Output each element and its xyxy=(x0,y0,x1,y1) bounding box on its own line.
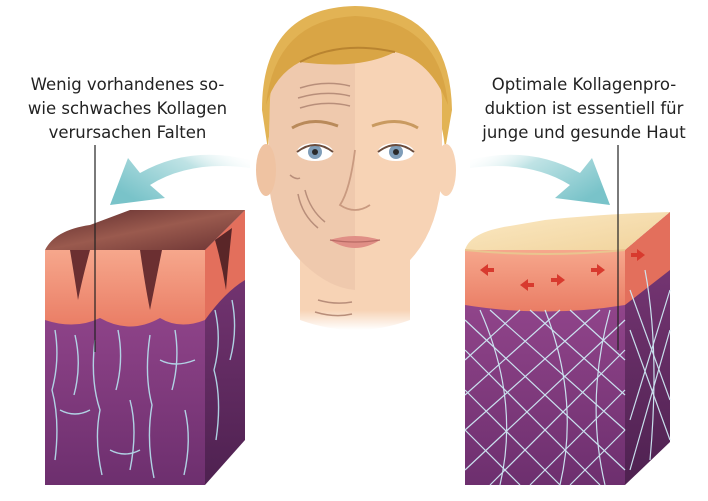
caption-line: wie schwaches Kollagen xyxy=(0,97,255,121)
caption-line: Optimale Kollagenpro- xyxy=(460,73,708,97)
young-skin-caption: Optimale Kollagenpro- duktion ist essent… xyxy=(460,73,708,145)
curved-arrow-icon xyxy=(470,155,610,205)
old-skin-caption: Wenig vorhandenes so- wie schwaches Koll… xyxy=(0,73,255,145)
curved-arrow-icon xyxy=(110,155,250,205)
caption-line: junge und gesunde Haut xyxy=(460,121,708,145)
caption-line: duktion ist essentiell für xyxy=(460,97,708,121)
face-illustration xyxy=(256,6,456,330)
skin-block-illustration xyxy=(45,210,245,485)
caption-line: verursachen Falten xyxy=(0,121,255,145)
caption-line: Wenig vorhandenes so- xyxy=(0,73,255,97)
skin-block-illustration xyxy=(465,212,670,485)
